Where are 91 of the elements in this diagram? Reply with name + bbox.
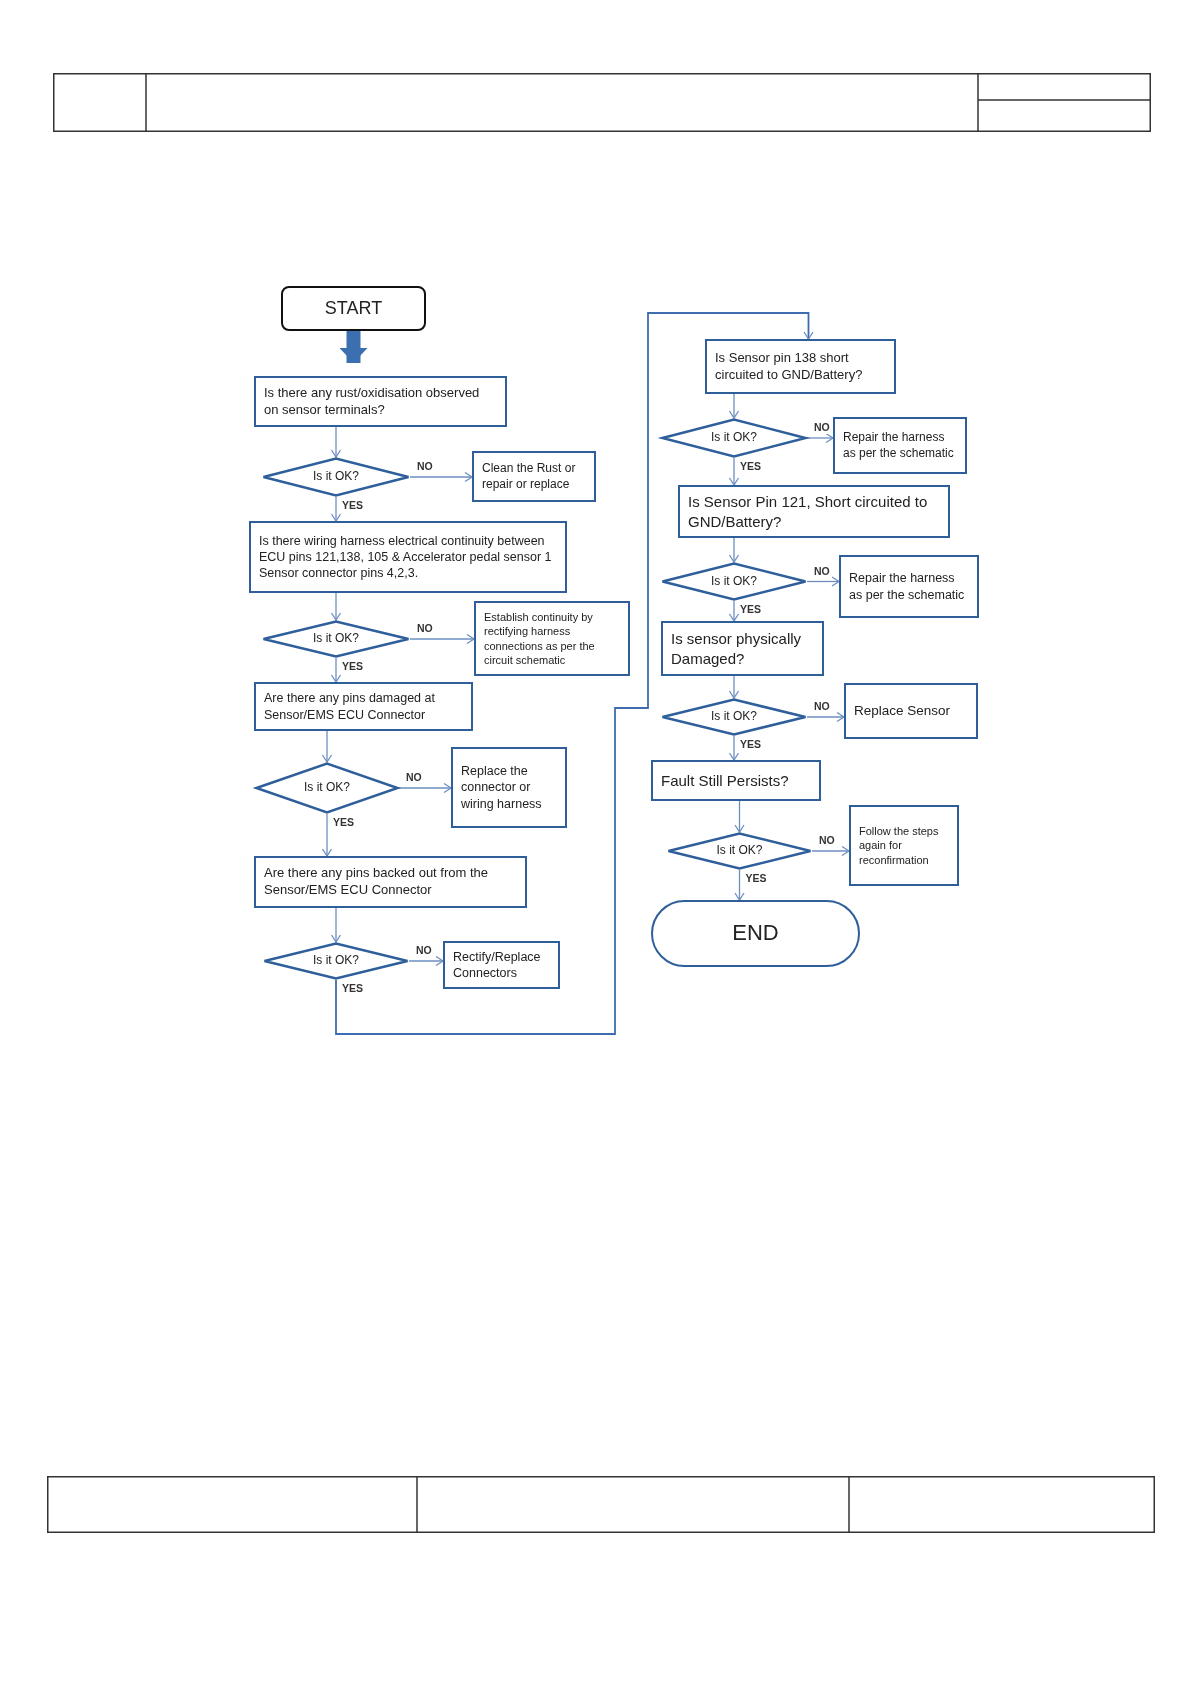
edge-label: NO [405, 772, 423, 784]
edge-label: NO [813, 701, 831, 713]
arrow [806, 432, 834, 444]
arrow [728, 735, 740, 761]
arrow [408, 955, 444, 967]
node-text: Replace Sensor [854, 702, 951, 720]
arrow [409, 633, 475, 645]
block-arrow [339, 331, 368, 363]
arrow [734, 869, 745, 901]
process-box [254, 682, 473, 731]
node-text: Establish continuity by rectifying harness connections as per the circuit schematic [484, 609, 596, 668]
node-text: Rectify/Replace Connectors [453, 948, 542, 982]
decision-diamond [263, 942, 409, 980]
node-text: Is Sensor Pin 121, Short circuited to GND/Battery? [688, 492, 929, 531]
process-box [705, 339, 896, 394]
edge-label: YES [332, 817, 355, 829]
process-box [472, 451, 596, 502]
edge-label: YES [739, 739, 762, 751]
edge-label: NO [415, 945, 433, 957]
arrow [728, 600, 740, 622]
arrow [806, 711, 845, 723]
arrow [335, 312, 814, 1035]
node-text: START [324, 296, 383, 320]
edge-label: NO [416, 623, 434, 635]
edge-label: YES [341, 661, 364, 673]
node-text: Is there any rust/oxidisation observed on sensor terminals? [264, 384, 481, 419]
edge-label: YES [341, 983, 364, 995]
arrow [330, 496, 342, 522]
decision-text: Is it OK? [304, 780, 350, 796]
node-text: END [732, 919, 779, 948]
node-text: Repair the harness as per the schematic [843, 429, 955, 462]
arrow [734, 800, 745, 833]
decision-diamond [255, 762, 399, 814]
process-box [254, 376, 507, 427]
process-box [661, 621, 824, 676]
process-box [849, 805, 959, 886]
process-box [839, 555, 979, 618]
arrow [330, 592, 342, 621]
node-text: Clean the Rust or repair or replace [482, 460, 577, 493]
node-text: Fault Still Persists? [661, 770, 789, 791]
arrow [330, 907, 342, 943]
decision-text: Is it OK? [711, 573, 757, 590]
process-box [254, 856, 527, 908]
arrow [806, 576, 840, 587]
decision-text: Is it OK? [313, 631, 359, 647]
process-box [651, 760, 821, 801]
decision-text: Is it OK? [716, 843, 763, 859]
edge-label: YES [739, 461, 762, 473]
edge-label: YES [739, 604, 762, 616]
node-text: Repair the harness as per the schematic [849, 570, 966, 603]
edge-label: NO [813, 422, 831, 434]
arrow [811, 845, 850, 857]
decision-diamond [661, 562, 807, 601]
node-text: Are there any pins damaged at Sensor/EMS ECU Connector [264, 690, 436, 723]
arrow [321, 730, 333, 763]
process-box [474, 601, 630, 676]
arrow [398, 782, 452, 794]
process-box [443, 941, 560, 989]
decision-text: Is it OK? [313, 953, 359, 969]
process-box [451, 747, 567, 828]
process-box [833, 417, 967, 474]
node-text: Is there wiring harness electrical continuity between ECU pins 121,138, 105 & Accelerator pedal sensor 1 Sensor connector pins 4,2,3. [259, 532, 553, 582]
arrow [409, 471, 473, 483]
process-box [678, 485, 950, 538]
start-terminal [281, 286, 426, 331]
decision-diamond [661, 698, 807, 736]
edge-label: NO [813, 565, 831, 578]
arrow [728, 675, 740, 699]
process-box [844, 683, 978, 739]
node-text: Follow the steps again for reconfirmation [859, 824, 940, 867]
arrow [330, 657, 342, 683]
decision-diamond [667, 832, 812, 870]
decision-diamond [262, 457, 410, 497]
node-text: Is Sensor pin 138 short circuited to GND/Battery? [715, 349, 864, 384]
arrow [321, 813, 333, 857]
node-text: Replace the connector or wiring harness [461, 763, 543, 812]
decision-text: Is it OK? [711, 709, 757, 725]
node-text: Is sensor physically Damaged? [671, 629, 803, 668]
decision-text: Is it OK? [313, 469, 359, 485]
process-box [249, 521, 567, 593]
arrow [728, 537, 740, 563]
decision-diamond [262, 620, 410, 658]
arrow [330, 426, 342, 458]
arrow [728, 457, 740, 486]
edge-label: YES [341, 500, 364, 512]
edge-label: NO [416, 461, 434, 473]
edge-label: NO [818, 835, 836, 847]
arrow [728, 393, 740, 419]
decision-text: Is it OK? [711, 430, 757, 446]
node-text: Are there any pins backed out from the Sensor/EMS ECU Connector [264, 865, 489, 899]
edge-label: YES [744, 873, 768, 885]
